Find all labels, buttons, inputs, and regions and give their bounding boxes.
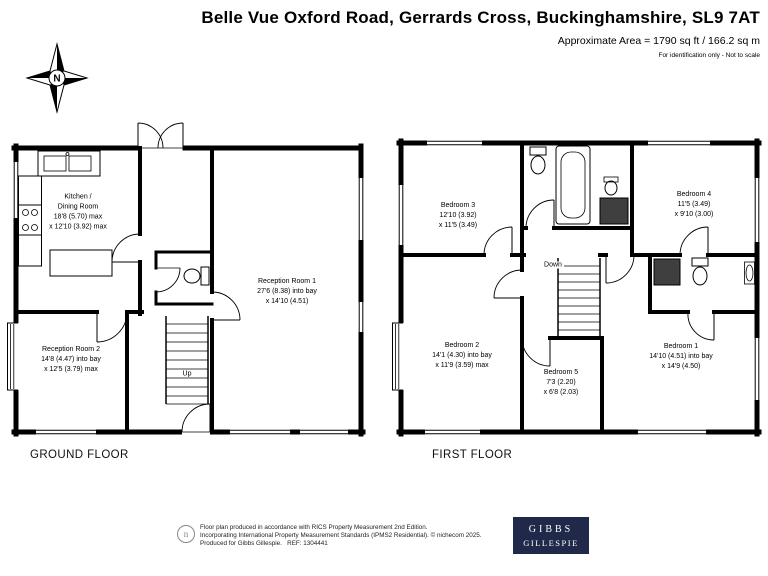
brand-name-line-1: GIBBS	[528, 523, 574, 535]
footer-disclaimer-line-2: Incorporating International Property Mea…	[200, 532, 482, 539]
sink-icon	[603, 176, 619, 196]
compass-icon: N	[25, 42, 89, 114]
stairs-down-label: Down	[542, 261, 564, 269]
door-icon	[96, 233, 241, 437]
window-icon	[396, 138, 762, 437]
hob-icon	[18, 175, 42, 267]
stairs-down	[557, 258, 601, 336]
door-icon	[483, 199, 715, 367]
scale-disclaimer: For identification only - Not to scale	[658, 52, 760, 59]
footer-disclaimer-line-1: Floor plan produced in accordance with R…	[200, 524, 428, 531]
shower-icon	[599, 197, 629, 225]
toilet-icon	[529, 146, 547, 175]
shower-icon	[653, 258, 681, 286]
window-icon	[11, 162, 366, 437]
bathtub-icon	[555, 145, 591, 225]
toilet-icon	[183, 266, 210, 286]
kitchen-sink-icon	[37, 150, 101, 177]
footer-disclaimer-line-3: Produced for Gibbs Gillespie. REF: 13044…	[200, 540, 328, 547]
stairs-up-label: Up	[180, 370, 194, 378]
ground-floor-plan	[7, 122, 366, 437]
brand-logo: GIBBS GILLESPIE	[513, 517, 589, 554]
stairs-up	[165, 316, 209, 405]
kitchen-island-icon	[49, 249, 113, 277]
floor-label-first: FIRST FLOOR	[432, 449, 513, 461]
bay-window-icon	[7, 322, 21, 391]
first-floor-plan	[392, 138, 762, 437]
toilet-icon	[691, 257, 709, 286]
floor-label-ground: GROUND FLOOR	[30, 449, 129, 461]
approximate-area: Approximate Area = 1790 sq ft / 166.2 sq…	[557, 35, 760, 47]
french-door-icon	[136, 122, 185, 149]
bay-window-icon	[392, 322, 406, 391]
nichecom-logo-icon	[177, 525, 195, 543]
page-title: Belle Vue Oxford Road, Gerrards Cross, B…	[201, 8, 760, 27]
brand-name-line-2: GILLESPIE	[523, 537, 579, 548]
sink-icon	[744, 261, 755, 285]
page-header: Belle Vue Oxford Road, Gerrards Cross, B…	[201, 8, 760, 59]
svg-text:N: N	[53, 74, 60, 85]
